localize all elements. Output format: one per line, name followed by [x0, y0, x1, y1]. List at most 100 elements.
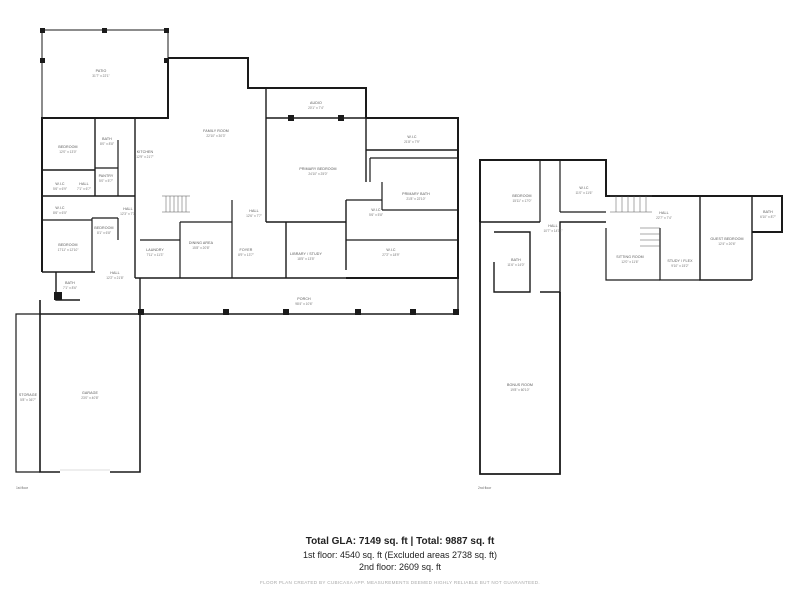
room-label-bath-2: BATH	[65, 281, 75, 285]
stairs-floor1	[162, 195, 190, 213]
room-dims-storage: 5'8" x 36'7"	[20, 398, 36, 402]
col	[223, 309, 229, 315]
room-dims-f2-bath: 6'10" x 8'7"	[760, 215, 776, 219]
room-label-wic-3: W.I.C	[55, 206, 65, 210]
col	[164, 58, 169, 63]
audio-wall	[266, 87, 367, 118]
room-label-wic: W.I.C	[407, 135, 417, 139]
room-dims-bedroom-3: 17'11" x 12'10"	[58, 248, 79, 252]
room-label-garage: GARAGE	[82, 391, 98, 395]
room-label-bath: BATH	[102, 137, 112, 141]
floor-label-first: 1st floor	[16, 486, 29, 490]
floor2-north-wall	[479, 159, 783, 233]
room-label-porch: PORCH	[297, 297, 311, 301]
room-dims-f2-hall-2: 10'7" x 14'11"	[543, 229, 562, 233]
room-label-f2-bedroom: BEDROOM	[512, 194, 531, 198]
room-label-primary-bath: PRIMARY BATH	[402, 192, 430, 196]
room-label-hall-4: HALL	[110, 271, 119, 275]
room-label-primary-bedroom: PRIMARY BEDROOM	[299, 167, 336, 171]
floor-2-walls	[479, 159, 783, 475]
room-label-patio: PATIO	[96, 69, 107, 73]
bonus-room-outline	[479, 222, 561, 475]
area-summary-total: Total GLA: 7149 sq. ft | Total: 9887 sq.…	[305, 536, 495, 547]
room-label-foyer: FOYER	[240, 248, 253, 252]
col	[164, 28, 169, 33]
porch-wall	[139, 278, 459, 315]
room-dims-sitting-room: 12'0" x 11'6"	[621, 260, 638, 264]
room-dims-wic-4: 5'6" x 5'8"	[369, 213, 383, 217]
room-label-library: LIBRARY / STUDY	[290, 252, 322, 256]
stairs-floor2	[610, 195, 660, 247]
room-dims-bonus-room: 19'8" x 60'10"	[510, 388, 529, 392]
room-label-f2-bath-2: BATH	[511, 258, 521, 262]
study-wall	[659, 228, 700, 281]
room-label-dining: DINING AREA	[189, 241, 214, 245]
room-dims-hall-2: 12'3" x 7'3"	[120, 212, 136, 216]
room-dims-family-room: 22'10" x 30'3"	[206, 134, 225, 138]
col	[288, 115, 294, 121]
room-label-wic-4: W.I.C	[371, 208, 381, 212]
room-dims-laundry: 7'11" x 11'3"	[146, 253, 163, 257]
room-label-guest-bedroom: GUEST BEDROOM	[710, 237, 743, 241]
kitchen-wall	[135, 58, 169, 119]
room-label-study-flex: STUDY / FLEX	[667, 259, 693, 263]
room-dims-primary-bedroom: 24'10" x 25'0"	[308, 172, 327, 176]
room-dims-kitchen: 12'9" x 21'7"	[136, 155, 153, 159]
wic-right-wall	[346, 240, 459, 279]
room-label-f2-wic: W.I.C	[579, 186, 589, 190]
room-label-wic-2: W.I.C	[55, 182, 65, 186]
room-label-bedroom: BEDROOM	[58, 145, 77, 149]
room-dims-study-flex: 9'10" x 15'2"	[671, 264, 688, 268]
bonus-room-wall	[540, 221, 606, 293]
room-dims-bedroom-2: 8'1" x 6'8"	[97, 231, 111, 235]
room-dims-bedroom: 12'0" x 13'0"	[59, 150, 76, 154]
room-label-bedroom-3: BEDROOM	[58, 243, 77, 247]
garage-wall	[39, 300, 141, 473]
room-dims-wic-2: 5'6" x 6'9"	[53, 187, 67, 191]
room-dims-wic: 21'8" x 7'9"	[404, 140, 420, 144]
room-dims-primary-bath: 21'8" x 22'10"	[406, 197, 425, 201]
area-summary-second-floor: 2nd floor: 2609 sq. ft	[358, 562, 442, 572]
col	[102, 28, 107, 33]
storage-wall	[15, 313, 40, 473]
floor-label-second: 2nd floor	[478, 486, 492, 490]
room-dims-hall-4: 12'2" x 21'8"	[106, 276, 123, 280]
room-dims-audio: 20'1" x 7'4"	[308, 106, 324, 110]
room-label-pantry: PANTRY	[99, 174, 114, 178]
area-summary-first-floor: 1st floor: 4540 sq. ft (Excluded areas 2…	[302, 550, 498, 560]
room-dims-porch: 98'4" x 10'6"	[295, 302, 312, 306]
bedroom-left-wall	[41, 117, 135, 272]
room-label-hall: HALL	[79, 182, 88, 186]
primary-wall	[366, 117, 459, 240]
sitting-wall	[605, 228, 660, 281]
col	[355, 309, 361, 315]
room-dims-garage: 23'0" x 40'8"	[81, 396, 98, 400]
room-dims-wic-3: 8'6" x 6'5"	[53, 211, 67, 215]
room-dims-wic-5: 27'2" x 18'9"	[382, 253, 399, 257]
room-label-f2-bath: BATH	[763, 210, 773, 214]
col	[338, 115, 344, 121]
room-dims-bath: 8'0" x 8'8"	[100, 142, 114, 146]
room-label-f2-hall-2: HALL	[548, 224, 557, 228]
room-label-laundry: LAUNDRY	[146, 248, 164, 252]
family-room-wall	[168, 57, 266, 89]
disclaimer-text: FLOOR PLAN CREATED BY CUBICASA APP. MEAS…	[260, 580, 540, 585]
col	[40, 58, 45, 63]
col	[40, 28, 45, 33]
room-label-audio: AUDIO	[310, 101, 322, 105]
room-label-bedroom-2: BEDROOM	[94, 226, 113, 230]
room-label-storage: STORAGE	[19, 393, 38, 397]
room-dims-foyer: 8'9" x 13'7"	[238, 253, 254, 257]
room-labels-floor2: BEDROOM 15'11" x 17'0" W.I.C 11'0" x 11'…	[507, 186, 776, 392]
room-label-sitting-room: SITTING ROOM	[616, 255, 644, 259]
col	[54, 292, 62, 300]
room-dims-pantry: 5'0" x 5'7"	[99, 179, 113, 183]
room-label-family-room: FAMILY ROOM	[203, 129, 229, 133]
room-label-kitchen: KITCHEN	[137, 150, 154, 154]
room-dims-library: 18'5" x 13'5"	[297, 257, 314, 261]
col	[138, 309, 144, 315]
col	[283, 309, 289, 315]
room-label-f2-hall: HALL	[659, 211, 668, 215]
room-labels-floor1: PATIO 31'7" x 22'1" FAMILY ROOM 22'10" x…	[19, 69, 430, 402]
